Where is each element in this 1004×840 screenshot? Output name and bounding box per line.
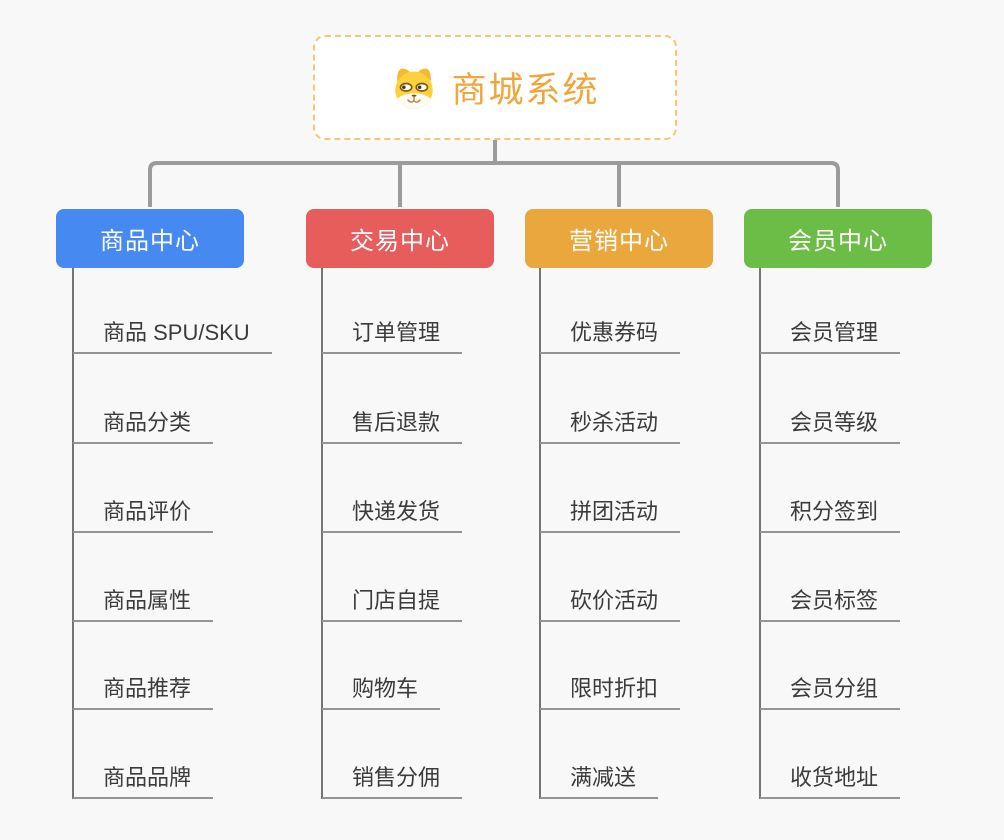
branch-node-marketing-center[interactable]: 营销中心: [525, 209, 713, 268]
topic-item[interactable]: 秒杀活动: [540, 412, 681, 444]
branch-trunk-line: [759, 268, 761, 799]
topic-item[interactable]: 快递发货: [322, 501, 463, 533]
topic-item[interactable]: 订单管理: [322, 322, 463, 354]
branch-node-product-center[interactable]: 商品中心: [56, 209, 244, 268]
topic-item[interactable]: 购物车: [322, 678, 441, 710]
topic-item[interactable]: 商品品牌: [73, 767, 214, 799]
branch-trunk-line: [539, 268, 541, 799]
topic-item[interactable]: 积分签到: [760, 501, 901, 533]
topic-item[interactable]: 会员分组: [760, 678, 901, 710]
topic-item[interactable]: 会员管理: [760, 322, 901, 354]
topic-item[interactable]: 收货地址: [760, 767, 901, 799]
topic-item[interactable]: 优惠券码: [540, 322, 681, 354]
dog-icon: [390, 64, 438, 112]
topic-item[interactable]: 限时折扣: [540, 678, 681, 710]
branch-connector-outer: [148, 161, 840, 207]
topic-item[interactable]: 拼团活动: [540, 501, 681, 533]
topic-item[interactable]: 满减送: [540, 767, 659, 799]
branch-node-member-center[interactable]: 会员中心: [744, 209, 932, 268]
root-node[interactable]: 商城系统: [313, 35, 677, 140]
topic-item[interactable]: 售后退款: [322, 412, 463, 444]
topic-item[interactable]: 商品评价: [73, 501, 214, 533]
topic-item[interactable]: 会员等级: [760, 412, 901, 444]
branch-trunk-line: [72, 268, 74, 799]
topic-item[interactable]: 商品 SPU/SKU: [73, 322, 272, 354]
topic-item[interactable]: 销售分佣: [322, 767, 463, 799]
topic-item[interactable]: 会员标签: [760, 590, 901, 622]
branch-trunk-line: [321, 268, 323, 799]
root-title: 商城系统: [451, 71, 600, 110]
branch-node-trade-center[interactable]: 交易中心: [306, 209, 494, 268]
topic-item[interactable]: 门店自提: [322, 590, 463, 622]
topic-item[interactable]: 商品属性: [73, 590, 214, 622]
topic-item[interactable]: 商品分类: [73, 412, 214, 444]
topic-item[interactable]: 砍价活动: [540, 590, 681, 622]
topic-item[interactable]: 商品推荐: [73, 678, 214, 710]
